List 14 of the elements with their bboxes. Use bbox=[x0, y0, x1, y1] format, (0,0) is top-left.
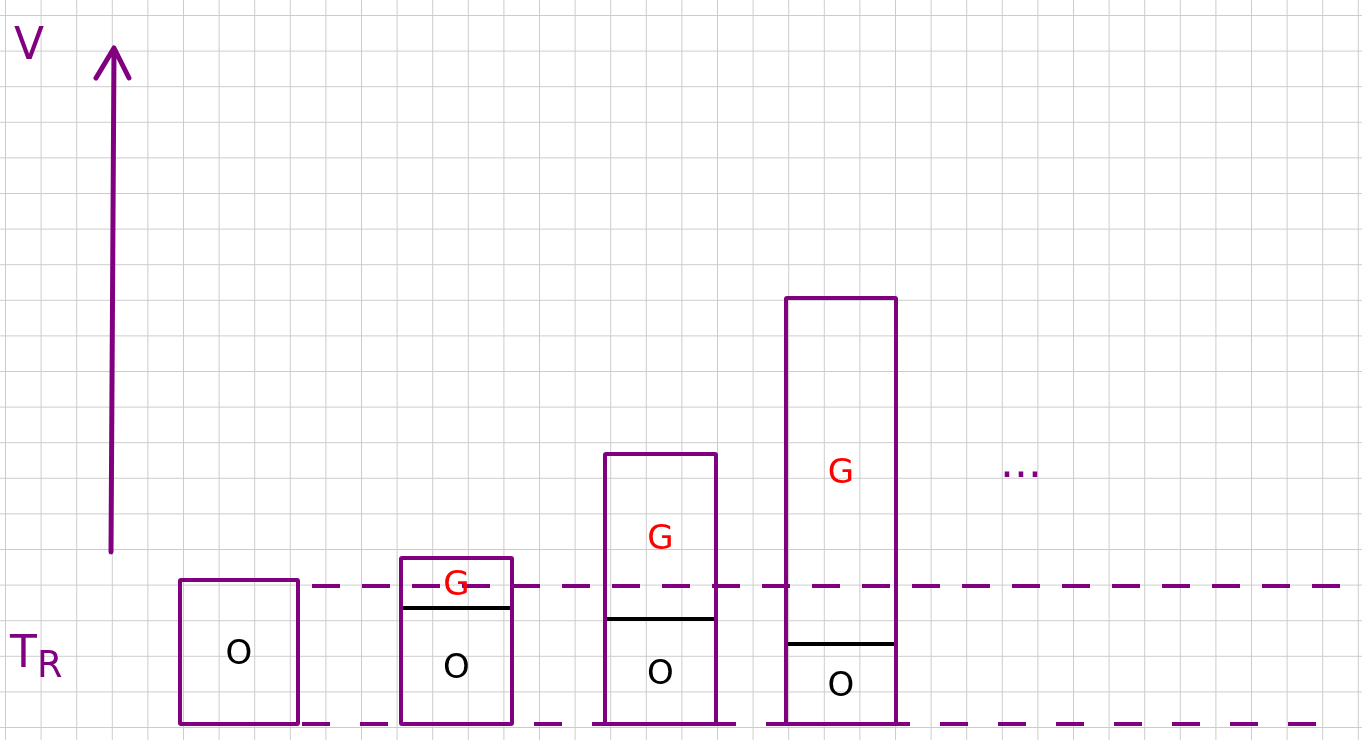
segment-label: O bbox=[443, 649, 470, 683]
segment-label: O bbox=[827, 667, 855, 701]
bar bbox=[784, 296, 898, 726]
segment-label: G bbox=[827, 454, 855, 488]
segment-label: O bbox=[225, 635, 253, 669]
segment-label: O bbox=[647, 654, 674, 689]
bar bbox=[399, 556, 514, 726]
bar bbox=[603, 452, 718, 726]
bar bbox=[178, 578, 300, 726]
axis-label: V bbox=[14, 22, 45, 66]
segment-label: G bbox=[443, 566, 470, 600]
segment-label: G bbox=[647, 519, 674, 554]
ellipsis: ... bbox=[1000, 440, 1042, 484]
axis-label: T$_{R}$ bbox=[10, 630, 63, 684]
